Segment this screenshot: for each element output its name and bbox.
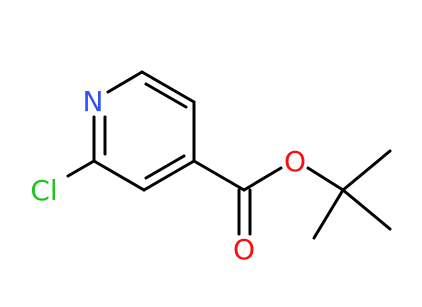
bond-c4-ccarbonyl (192, 159, 246, 192)
bond-c4-c3 (142, 159, 196, 192)
bond-cquat-me-left (312, 188, 345, 240)
atom-ester-oxygen: O (284, 145, 306, 178)
bond-cquat-me-right (341, 188, 392, 231)
bond-n-c6 (106, 70, 144, 94)
bond-c2-cl (66, 159, 96, 178)
atom-nitrogen: N (83, 85, 104, 118)
bond-c4-c3-inner (144, 154, 186, 180)
bond-ccarbonyl-oester (242, 166, 283, 192)
bond-c6-c5-inner (144, 82, 188, 109)
bond-cquat-me-top (341, 149, 392, 192)
atom-chlorine: Cl (30, 174, 57, 207)
bond-oester-cquat (306, 166, 345, 192)
bond-c3-c2 (92, 159, 146, 192)
atom-carbonyl-oxygen: O (233, 233, 255, 266)
bond-c6-c5 (140, 70, 196, 104)
